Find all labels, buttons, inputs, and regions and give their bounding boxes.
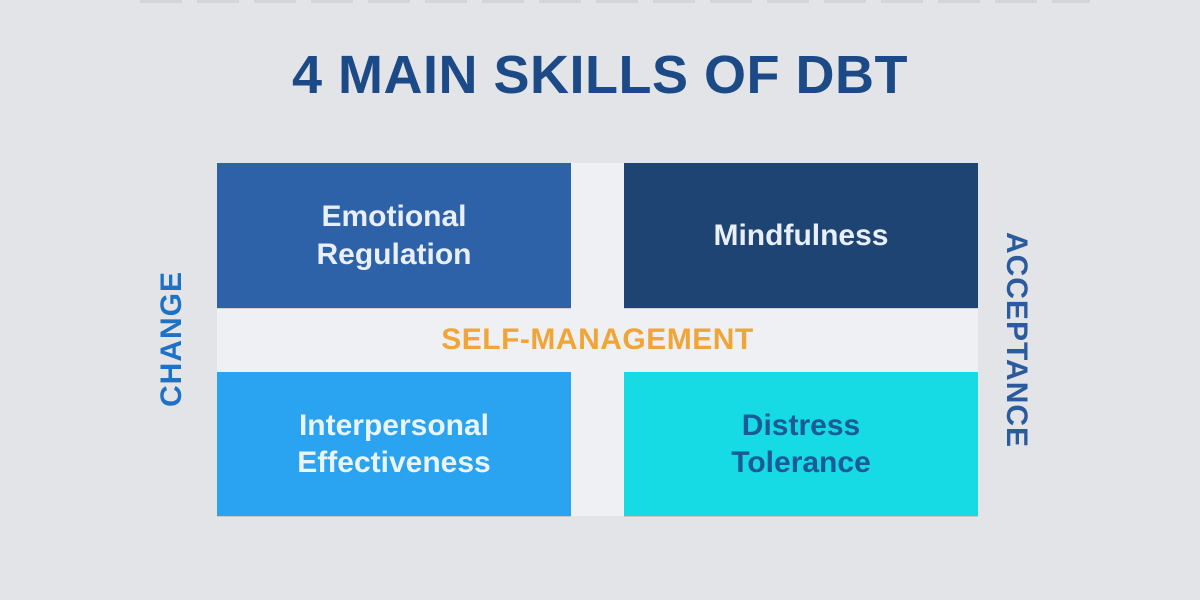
quadrant-label-emotional-regulation: Emotional Regulation (316, 200, 472, 271)
quadrant-label-mindfulness: Mindfulness (713, 218, 889, 252)
self-management-band: SELF-MANAGEMENT (217, 308, 978, 372)
quadrant-label-interpersonal-effectiveness: Interpersonal Effectiveness (297, 408, 491, 480)
quadrant-label-distress-tolerance: Distress Tolerance (731, 408, 871, 480)
quadrant-mindfulness: Mindfulness (624, 163, 978, 308)
self-management-label: SELF-MANAGEMENT (441, 323, 754, 356)
top-dashed-border (140, 0, 1090, 3)
quadrant-interpersonal-effectiveness: Interpersonal Effectiveness (217, 372, 571, 516)
page-title: 4 MAIN SKILLS OF DBT (292, 45, 908, 105)
acceptance-axis-label: ACCEPTANCE (1000, 231, 1033, 449)
quadrant-emotional-regulation: Emotional Regulation (217, 163, 571, 308)
quadrant-distress-tolerance: Distress Tolerance (624, 372, 978, 516)
dbt-skills-quadrant-grid: Emotional Regulation Mindfulness SELF-MA… (217, 163, 978, 516)
change-axis-label: CHANGE (155, 270, 188, 408)
